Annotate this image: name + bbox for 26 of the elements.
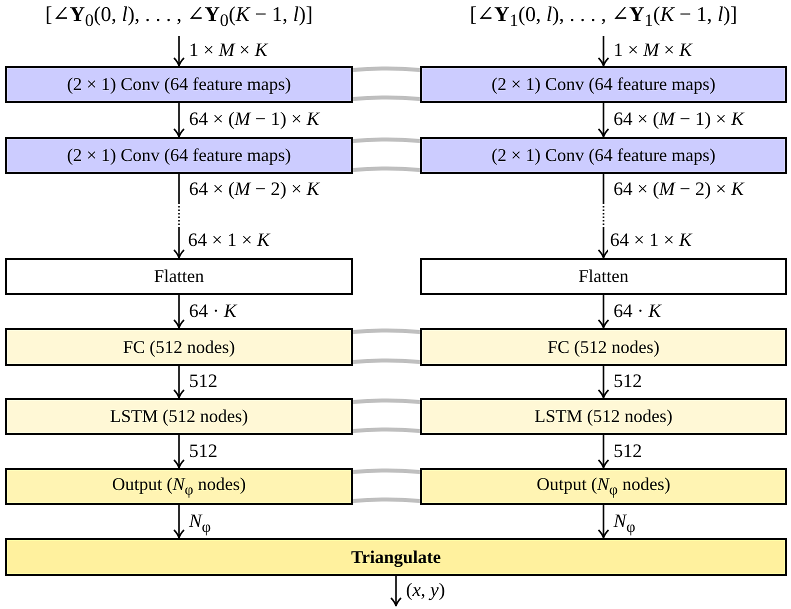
layer-box: LSTM (512 nodes) [420, 398, 787, 435]
layer-box: (2 × 1) Conv (64 feature maps) [5, 66, 353, 103]
weight-sharing-link [351, 138, 422, 172]
weight-sharing-link [351, 66, 422, 101]
weight-sharing-link [351, 398, 422, 433]
weight-sharing-link [351, 468, 422, 503]
layer-box: Output (N$_{φ}$ nodes) [420, 468, 787, 505]
layer-box: Flatten [5, 258, 353, 295]
layer-box: (2 × 1) Conv (64 feature maps) [420, 137, 787, 174]
weight-sharing-link [351, 328, 422, 364]
process-box: Triangulate [5, 538, 787, 576]
edge-label: 64 × (M − 2) × K [187, 179, 322, 201]
edge-label: (x, y) [404, 580, 448, 602]
edge-label: 64 × (M − 1) × K [612, 109, 746, 131]
dimension-label: 64 × 1 × K [608, 230, 694, 252]
input-label: [∠Y$_{0}$(0, l), . . . , ∠Y$_{0}$(K − 1, l)] [45, 2, 313, 32]
input-label: [∠Y$_{1}$(0, l), . . . , ∠Y$_{1}$(K − 1, l)] [470, 2, 738, 32]
layer-box: Output (N$_{φ}$ nodes) [5, 468, 353, 505]
layer-box: (2 × 1) Conv (64 feature maps) [5, 137, 353, 174]
edge-label: 64 × (M − 2) × K [612, 179, 746, 201]
layer-box: FC (512 nodes) [420, 328, 787, 366]
layer-box: Flatten [420, 258, 787, 295]
layer-box: FC (512 nodes) [5, 328, 353, 366]
edge-label: 64 × (M − 1) × K [187, 109, 322, 131]
layer-box: (2 × 1) Conv (64 feature maps) [420, 66, 787, 103]
layer-box: LSTM (512 nodes) [5, 398, 353, 435]
